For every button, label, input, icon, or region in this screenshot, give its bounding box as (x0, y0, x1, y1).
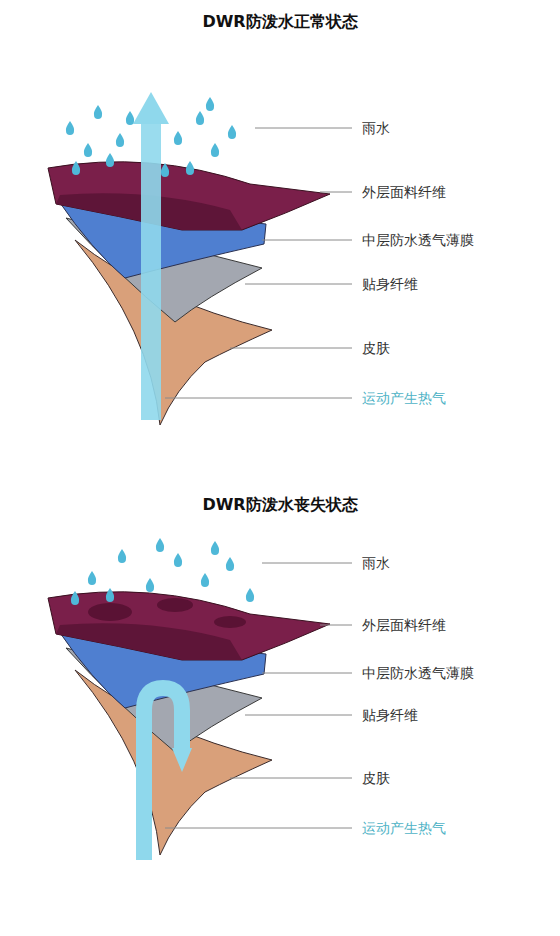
panel-heading: DWR防泼水丧失状态 (202, 496, 357, 514)
layer-label: 雨水 (362, 119, 390, 137)
layer-label: 皮肤 (362, 769, 390, 787)
layer-label: 皮肤 (362, 339, 390, 357)
layer-label: 中层防水透气薄膜 (362, 664, 474, 682)
layer-label: 雨水 (362, 554, 390, 572)
normal-state-figure (48, 92, 330, 425)
layer-label: 外层面料纤维 (362, 616, 446, 634)
layer-label: 贴身纤维 (362, 275, 418, 293)
lost-state-figure (48, 538, 330, 860)
layer-label: 运动产生热气 (362, 389, 446, 407)
leader-lines (165, 128, 352, 398)
layer-label: 中层防水透气薄膜 (362, 231, 474, 249)
panel-heading: DWR防泼水正常状态 (202, 13, 357, 31)
layer-label: 贴身纤维 (362, 706, 418, 724)
layer-label: 外层面料纤维 (362, 183, 446, 201)
leader-lines (165, 563, 352, 828)
layer-label: 运动产生热气 (362, 819, 446, 837)
